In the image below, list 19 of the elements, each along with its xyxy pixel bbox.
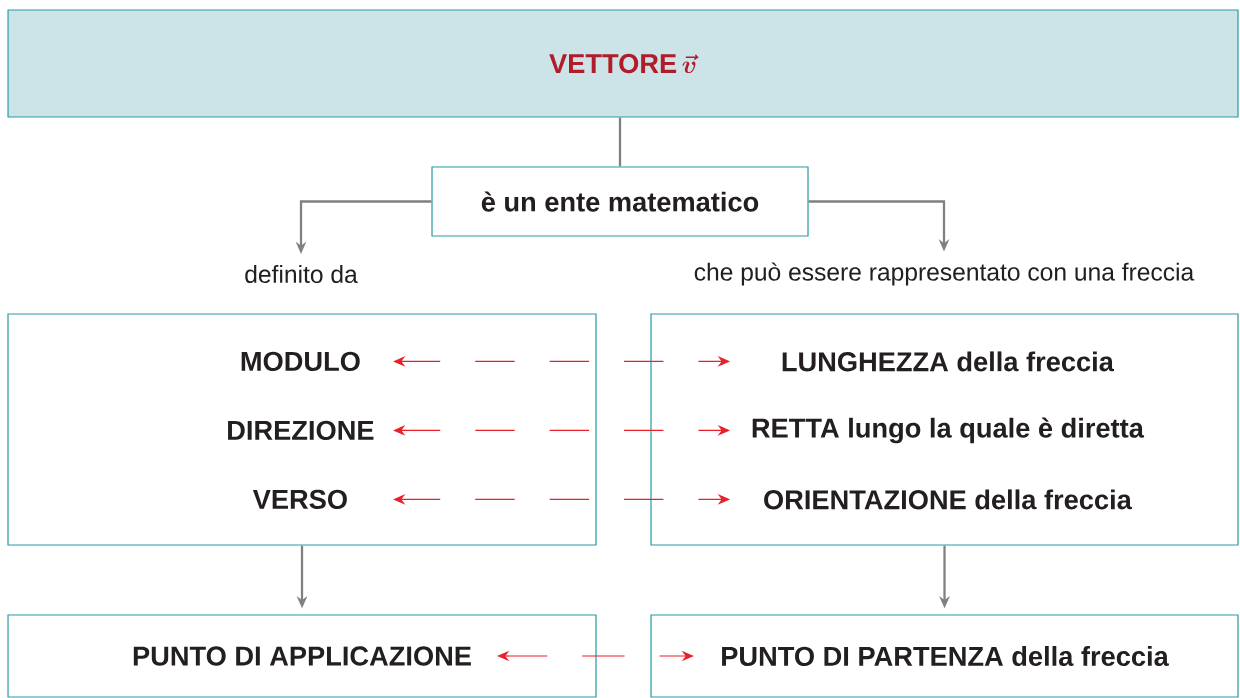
property-text: RETTA lungo la quale è diretta xyxy=(752,417,1145,444)
property-text: LUNGHEZZA della freccia xyxy=(782,351,1115,372)
connector-arrow xyxy=(393,425,730,436)
concept-box: PUNTO DI APPLICAZIONE xyxy=(7,614,597,698)
property-text: ORIENTAZIONE della freccia xyxy=(764,489,1132,510)
link-text: che può essere rappresentato con una freccia xyxy=(694,262,1195,286)
connector-line xyxy=(618,117,622,167)
link-text: definito da xyxy=(245,264,358,284)
property-text: VERSO xyxy=(252,489,347,510)
property-text: MODULO xyxy=(241,351,360,372)
connector-arrow xyxy=(393,494,730,505)
title-box: VETTORE $\vec{v}$ xyxy=(7,9,1239,118)
property-text: DIREZIONE xyxy=(228,420,374,441)
group-box xyxy=(7,313,597,546)
concept-box: è un ente matematico xyxy=(431,166,809,237)
concept-box: PUNTO DI PARTENZA della freccia xyxy=(650,614,1239,698)
connector-arrow xyxy=(393,356,730,367)
group-box xyxy=(650,313,1239,546)
connector-arrow xyxy=(497,650,694,662)
